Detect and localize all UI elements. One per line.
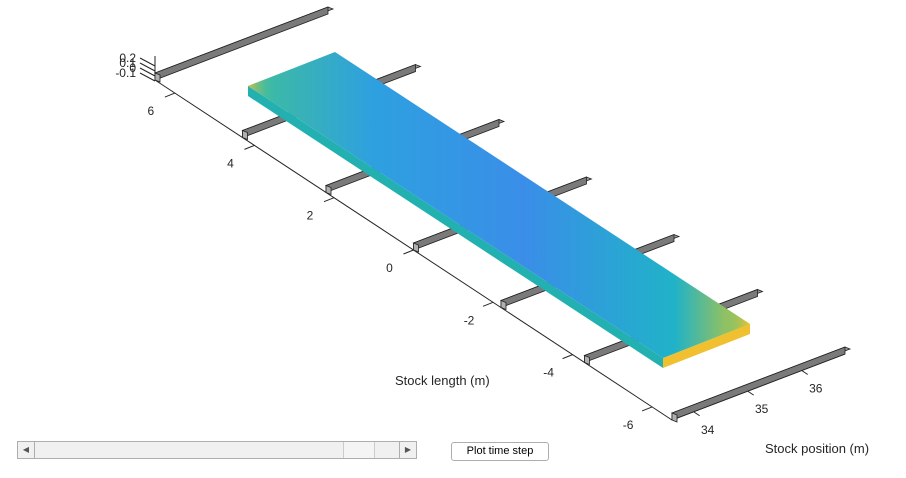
y-tick-mark (164, 92, 176, 98)
x-tick-mark (747, 390, 754, 396)
y-tick-mark (482, 301, 494, 307)
y-tick-label: -6 (623, 418, 634, 432)
y-tick-label: 2 (307, 209, 314, 223)
slider-thumb[interactable] (343, 442, 376, 458)
y-tick-mark (562, 354, 573, 360)
y-tick-mark (403, 249, 414, 255)
beam-end (671, 412, 678, 423)
x-tick-mark (801, 370, 809, 375)
beam-end (242, 129, 248, 141)
x-tick-label: 35 (755, 402, 769, 416)
z-tick-label: -0.1 (115, 66, 136, 80)
z-tick-mark (139, 72, 156, 82)
slab-side-end (663, 324, 750, 368)
y-tick-mark (244, 144, 255, 150)
y-tick-mark (641, 406, 653, 412)
y-tick-mark (323, 197, 335, 203)
time-slider[interactable]: ◀ ▶ (17, 441, 417, 459)
z-tick-label: 0.2 (119, 51, 136, 65)
beam-end (325, 184, 332, 196)
beam-end (584, 354, 590, 366)
beam-end (154, 72, 161, 83)
beam-end (413, 242, 419, 253)
slab-top-ends (248, 52, 750, 358)
beam-end (500, 299, 507, 311)
x-tick-mark (693, 411, 700, 417)
z-tick-mark (139, 67, 156, 77)
x-axis-label: Stock position (m) (765, 441, 869, 456)
y-tick-label: 6 (148, 104, 155, 118)
z-axis-ticks: 0.20.10-0.1 (115, 51, 156, 82)
y-tick-label: -2 (464, 313, 475, 327)
z-tick-label: 0 (129, 61, 136, 75)
surface-slab (248, 52, 750, 368)
y-axis-label: Stock length (m) (395, 373, 490, 388)
z-tick-mark (139, 57, 156, 67)
y-tick-label: 4 (227, 156, 234, 170)
x-tick-label: 34 (701, 423, 715, 437)
plot-time-step-button[interactable]: Plot time step (451, 442, 549, 461)
slider-right-arrow-icon[interactable]: ▶ (399, 442, 416, 458)
slab-side-front (248, 86, 663, 368)
y-tick-label: 0 (386, 261, 393, 275)
z-tick-label: 0.1 (119, 56, 136, 70)
x-tick-label: 36 (809, 382, 823, 396)
y-tick-label: -4 (543, 366, 554, 380)
z-tick-mark (139, 62, 156, 72)
slider-left-arrow-icon[interactable]: ◀ (18, 442, 35, 458)
